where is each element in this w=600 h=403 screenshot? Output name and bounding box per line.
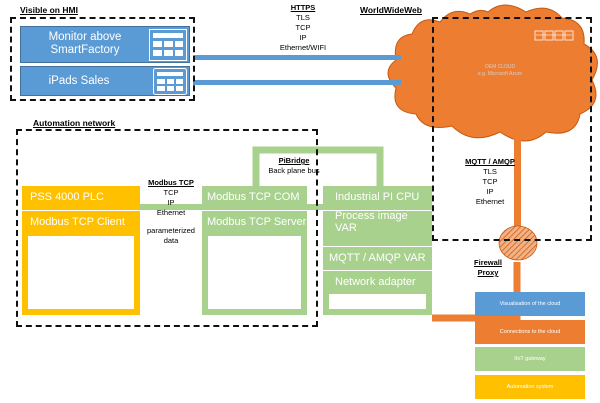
pi-row-network-adapter: Network adapter [323,270,432,292]
https-stack: HTTPS TLS TCP IP Ethernet/WIFI [268,3,338,53]
modbus-stack: Modbus TCP TCP IP Ethernet [137,178,205,218]
pi-box[interactable]: Industrial PI CPU Process image VAR MQTT… [323,186,432,315]
automation-region [16,129,318,327]
hmi-region [10,17,195,101]
modbus-line: TCP [163,188,179,197]
pibridge-line [252,146,384,186]
modbus-line: IP [167,198,175,207]
modbus-device-box[interactable]: Modbus TCP COM Modbus TCP Server [202,186,307,315]
cloud-label-line2: e.g. Microsoft Azure [477,71,523,77]
hmi-line-monitor [193,55,401,60]
modbus-device-body [208,236,301,309]
firewall-shape [498,225,538,261]
cloud-label-line1: OEM CLOUD [484,64,516,70]
modbus-note: parameterized data [137,226,205,246]
https-line: TLS [296,13,310,22]
cloud-connection-line [514,126,521,236]
pi-row-process-image: Process image VAR [323,210,432,234]
cloud-servers-icon [534,30,574,41]
modbus-note-line2: data [163,236,179,245]
ipad-label: iPads Sales [48,75,110,87]
pi-row-mqtt: MQTT / AMQP VAR [323,246,432,268]
ipad-box[interactable]: iPads Sales [20,66,190,96]
mqtt-line: Ethernet [475,197,505,206]
cloud-to-adapter-path [432,262,521,322]
modbus-device-to-pi-line [307,204,323,210]
monitor-label: Monitor above SmartFactory [48,31,122,56]
dashboard-icon [149,29,187,61]
modbus-line: Ethernet [156,208,186,217]
https-line: TCP [295,23,311,32]
hmi-region-label: Visible on HMI [20,5,78,15]
https-line: IP [299,33,307,42]
pibridge-label: PiBridge Back plane bus [254,156,334,176]
plc-row: Modbus TCP Client [22,210,140,232]
modbus-note-line1: parameterized [147,226,195,235]
firewall-line1: Firewall [474,258,502,267]
legend-item-automation: Automation system [475,375,585,399]
legend-item-gateway: IIoT gateway [475,347,585,371]
cloud-label: OEM CLOUD e.g. Microsoft Azure [450,64,550,78]
modbus-device-row: Modbus TCP Server [202,210,307,232]
https-title: HTTPS [290,3,316,12]
www-region [432,17,592,241]
legend-item-connections: Connections to the cloud [475,320,585,344]
mqtt-title: MQTT / AMQP [465,157,515,166]
plc-body [28,236,134,309]
plc-box[interactable]: PSS 4000 PLC Modbus TCP Client [22,186,140,315]
mqtt-line: TLS [483,167,497,176]
firewall-label: Firewall Proxy [468,258,508,278]
firewall-line2: Proxy [477,268,499,277]
monitor-box[interactable]: Monitor above SmartFactory [20,26,190,63]
hmi-line-ipad [193,80,401,85]
mqtt-line: TCP [482,177,498,186]
mqtt-line: IP [486,187,494,196]
tablet-icon [153,68,187,95]
modbus-title: Modbus TCP [148,178,194,187]
www-region-label: WorldWideWeb [360,5,422,15]
https-line: Ethernet/WIFI [279,43,327,52]
plc-header: PSS 4000 PLC [30,191,104,203]
modbus-device-header: Modbus TCP COM [207,191,300,203]
modbus-line [140,204,202,210]
pi-header: Industrial PI CPU [335,191,420,203]
pibridge-subtitle: Back plane bus [268,166,320,175]
pibridge-title: PiBridge [278,156,310,165]
automation-region-label: Automation network [33,118,116,128]
pi-body [329,294,426,309]
legend-item-visualisation: Visualisation of the cloud [475,292,585,316]
mqtt-stack: MQTT / AMQP TLS TCP IP Ethernet [455,157,525,207]
